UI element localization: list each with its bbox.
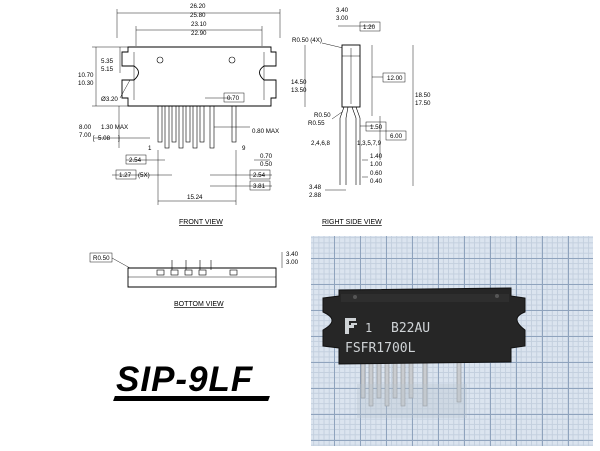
dim-lead-len-min: 7.00 xyxy=(79,132,92,139)
side-thk-min: 3.00 xyxy=(336,15,349,22)
photo-marking-part: FSFR1700L xyxy=(345,341,416,356)
side-foot-min: 1.00 xyxy=(370,161,383,168)
dim-width-inner-max: 23.10 xyxy=(191,21,207,28)
side-body-h-min: 13.50 xyxy=(291,87,307,94)
dim-lead-width-max: 0.80 MAX xyxy=(252,128,279,135)
part-photo-drawing: 1 B22AU FSFR1700L xyxy=(322,287,526,418)
side-thk-max: 3.40 xyxy=(336,7,349,14)
front-leads xyxy=(157,105,237,149)
dim-pitch-x5: 1.27 xyxy=(119,172,132,179)
right-side-view: 3.40 3.00 1.20 R0.50 (4X) 14.50 13.50 12… xyxy=(291,7,431,226)
part-photo: 1 B22AU FSFR1700L xyxy=(311,236,593,446)
pin-1-label: 1 xyxy=(148,145,152,152)
side-lead-t-max: 0.60 xyxy=(370,170,383,177)
photo-marking-code: B22AU xyxy=(391,321,430,336)
bottom-thk-max: 3.40 xyxy=(286,251,299,258)
dim-pitch-x5-note: (5X) xyxy=(138,172,150,179)
side-total-h-min: 17.50 xyxy=(415,100,431,107)
photo-package-body xyxy=(322,287,526,365)
dim-height-max: 10.70 xyxy=(78,72,94,79)
dim-lead-offset: 0.70 xyxy=(227,95,240,102)
dim-pitch: 2.54 xyxy=(129,157,142,164)
side-r-bend2: R0.55 xyxy=(308,120,325,127)
side-body-h-max: 14.50 xyxy=(291,79,307,86)
side-foot-max: 1.40 xyxy=(370,153,383,160)
dim-lead-len-max: 8.00 xyxy=(79,124,92,131)
side-r-top: R0.50 (4X) xyxy=(292,37,322,44)
side-pins-even: 2,4,6,8 xyxy=(311,140,330,147)
dim-width-outer-min: 25.80 xyxy=(190,12,206,19)
dim-width-outer-max: 26.20 xyxy=(190,3,206,10)
dim-lead-ref: 5.08 xyxy=(98,135,111,142)
dim-hole: Ø3.20 xyxy=(101,96,118,103)
dim-lead-thk-min: 0.50 xyxy=(260,161,273,168)
side-lead-t-min: 0.40 xyxy=(370,178,383,185)
dim-lead-thk-max: 0.70 xyxy=(260,153,273,160)
side-offset-max: 3.48 xyxy=(309,184,322,191)
dim-lead-max: 1.30 MAX xyxy=(101,124,128,131)
dim-tab-top-min: 5.15 xyxy=(101,66,114,73)
dim-tab-top-max: 5.35 xyxy=(101,58,114,65)
side-thk-ref: 1.20 xyxy=(363,24,376,31)
photo-marking-num: 1 xyxy=(365,321,372,335)
side-pins-odd: 1,3,5,7,9 xyxy=(357,140,382,147)
dim-span-right: 3.81 xyxy=(253,183,266,190)
svg-text:]: ] xyxy=(118,135,120,142)
dim-span-total: 15.24 xyxy=(187,194,203,201)
right-side-view-title: RIGHT SIDE VIEW xyxy=(322,219,382,226)
package-name-underline xyxy=(113,396,270,401)
bottom-thk-min: 3.00 xyxy=(286,259,299,266)
side-total-h-max: 18.50 xyxy=(415,92,431,99)
side-offset-min: 2.88 xyxy=(309,192,322,199)
dim-height-min: 10.30 xyxy=(78,80,94,87)
photo-leads xyxy=(357,357,467,418)
svg-text:[: [ xyxy=(93,135,95,142)
package-name: SIP-9LF xyxy=(116,360,254,399)
dim-pitch-right: 2.54 xyxy=(253,172,266,179)
fairchild-logo xyxy=(345,318,357,334)
dim-width-inner-min: 22.90 xyxy=(191,30,207,37)
bottom-view-title: BOTTOM VIEW xyxy=(174,301,224,308)
side-body-ref: 12.00 xyxy=(387,75,403,82)
pin-9-label: 9 xyxy=(242,145,246,152)
side-r-bend1: R0.50 xyxy=(314,112,331,119)
side-bend-ref: 1.50 xyxy=(370,124,383,131)
bottom-ref: R0.50 xyxy=(93,255,110,262)
bottom-view: R0.50 3.40 3.00 BOTTOM VIEW xyxy=(89,251,299,308)
front-view-title: FRONT VIEW xyxy=(179,219,223,226)
side-lead-ref: 6.00 xyxy=(390,133,403,140)
front-view: 26.20 25.80 23.10 22.90 10.70 10.30 5.35… xyxy=(78,3,281,226)
